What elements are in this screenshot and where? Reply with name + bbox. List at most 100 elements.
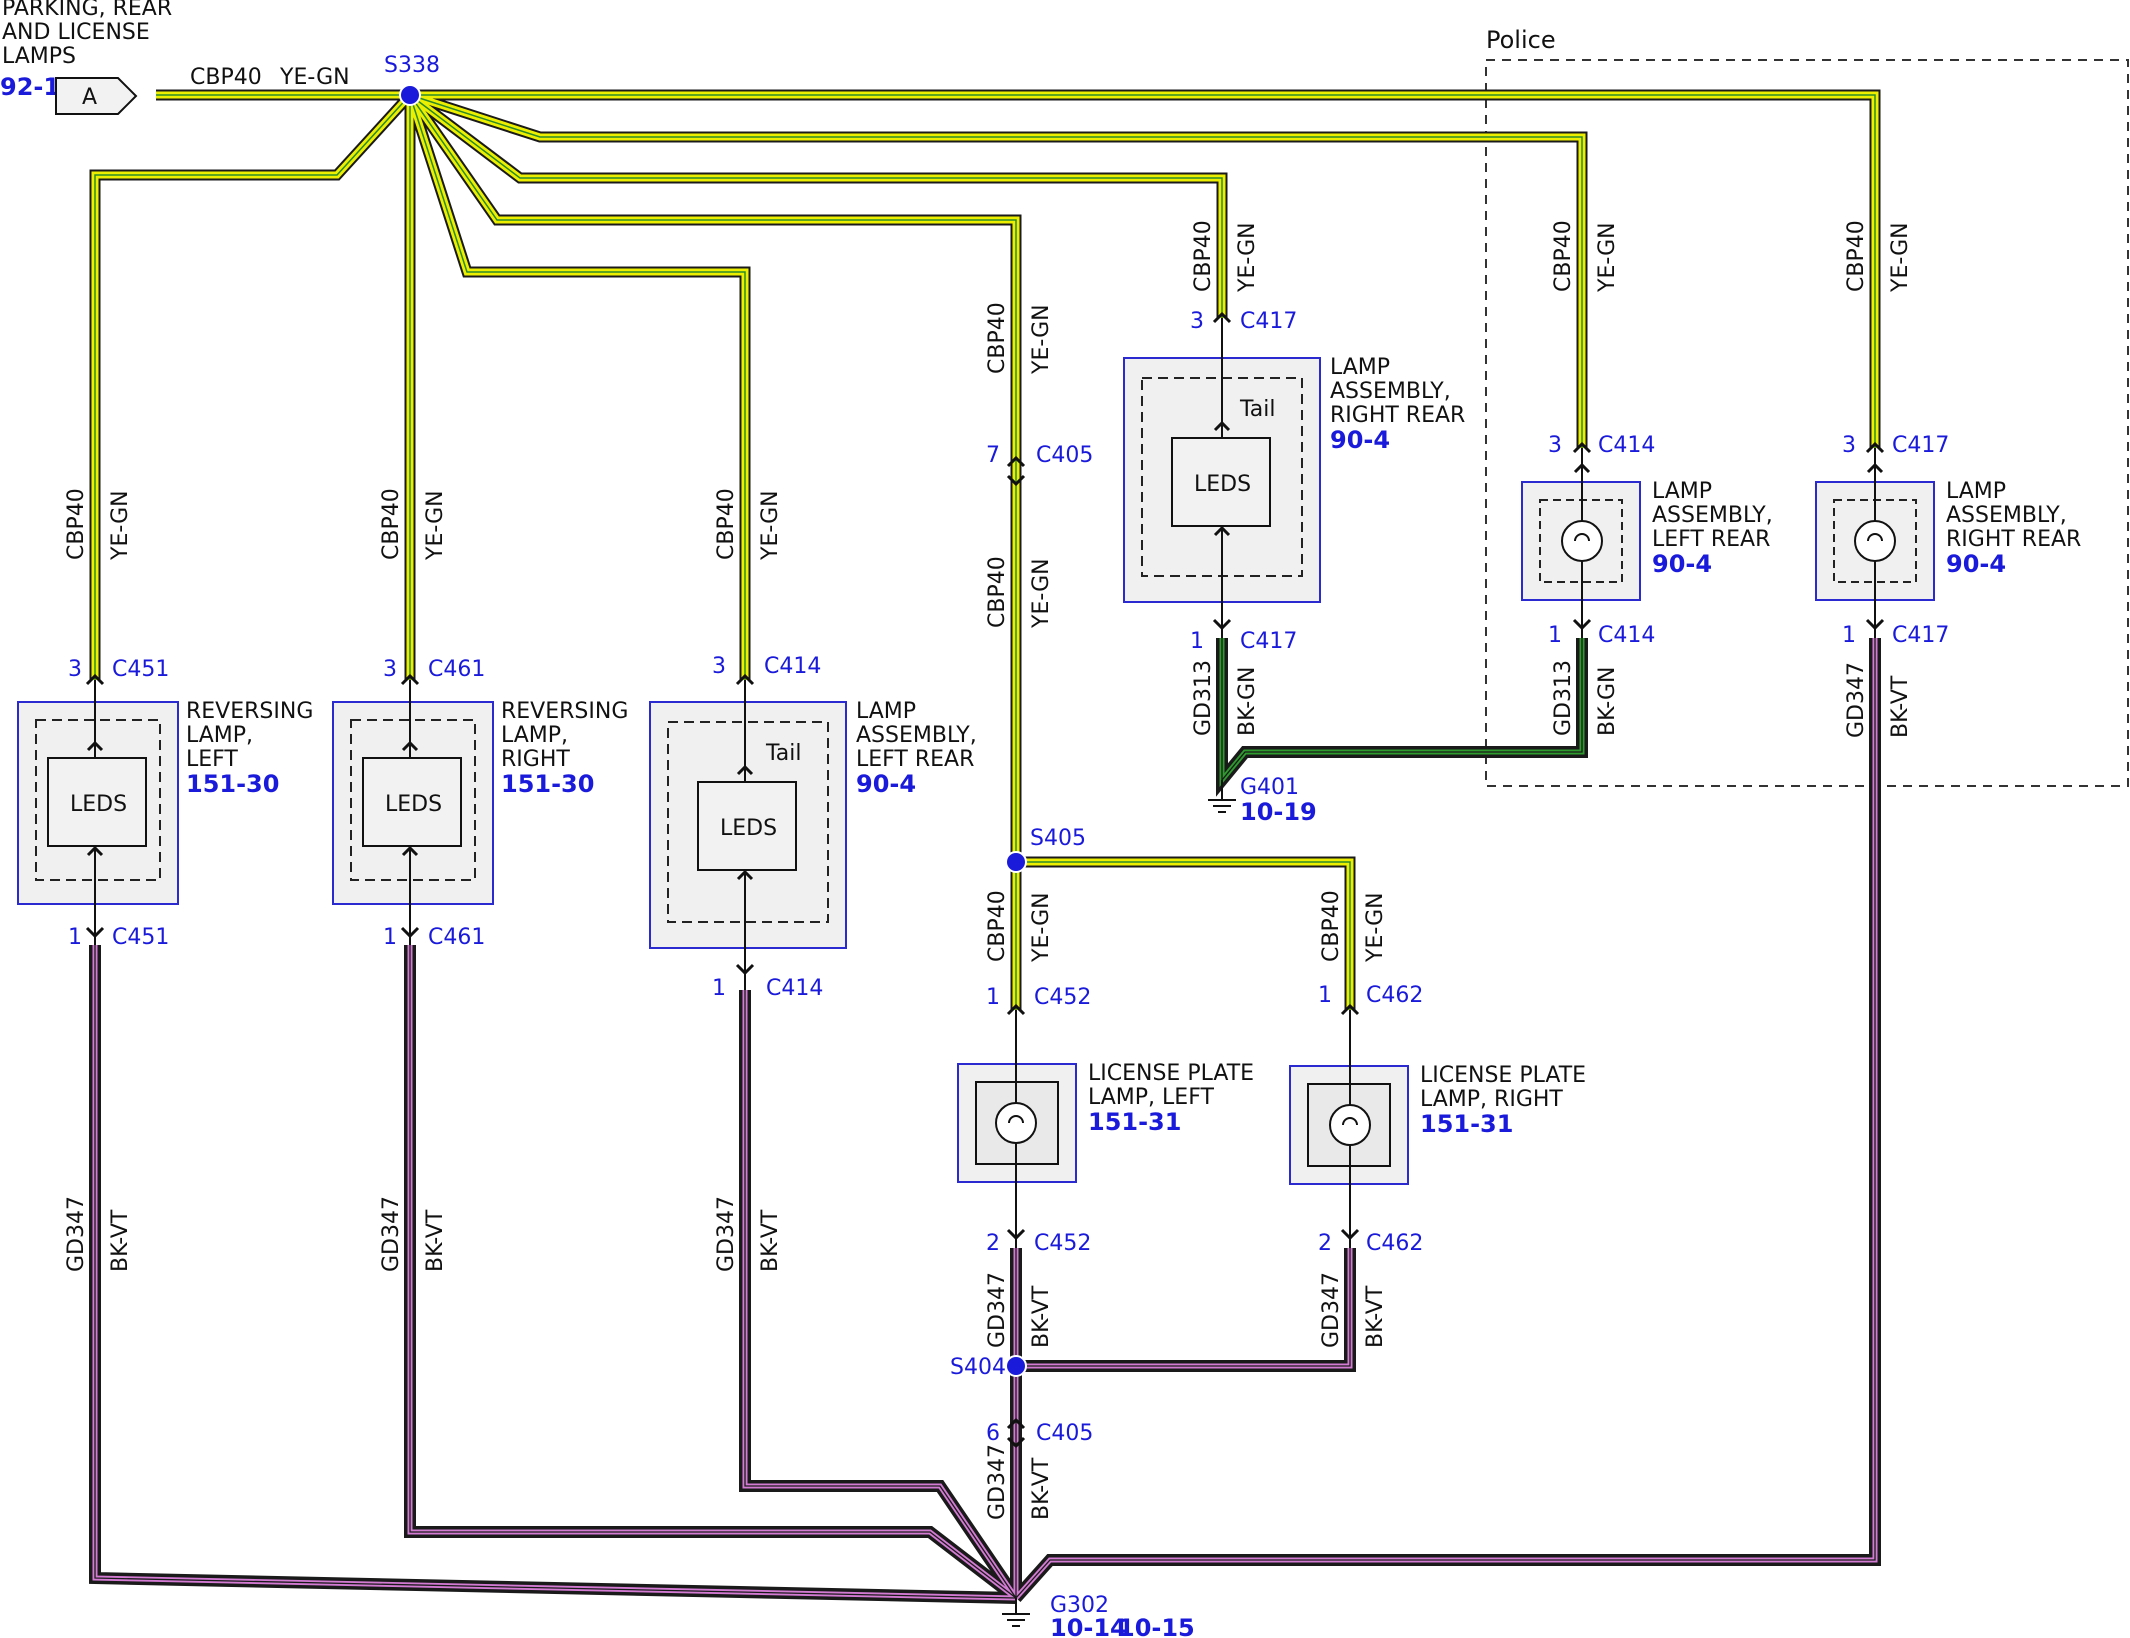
component-page-ref[interactable]: 90-4 — [1330, 426, 1390, 454]
component-page-ref[interactable]: 151-31 — [1420, 1110, 1513, 1138]
source-title-line-1: PARKING, REAR — [2, 0, 172, 21]
component-inner-label: LEDS — [720, 816, 777, 841]
wire-label-ground-circuit: GD347 — [64, 1196, 89, 1272]
splice-s404[interactable]: S404 — [950, 1355, 1027, 1380]
ground-g401-ref[interactable]: 10-19 — [1240, 798, 1317, 826]
splice-s338[interactable]: S338 — [384, 53, 440, 106]
wire-label-g401-color: BK-GN — [1595, 667, 1620, 736]
connector-id[interactable]: C451 — [112, 925, 169, 950]
wire-label-feed-color: YE-GN — [1888, 222, 1913, 293]
component-license-plate-lamp-left[interactable]: LICENSE PLATE LAMP, LEFT 151-31 — [957, 1010, 1254, 1248]
component-name-line: RIGHT REAR — [1330, 403, 1465, 428]
police-label: Police — [1486, 26, 1556, 54]
pin-number: 1 — [383, 925, 397, 950]
wire-label-feed-circuit: CBP40 — [1191, 220, 1216, 292]
pin-number: 3 — [68, 657, 82, 682]
component-police-lamp-left-rear[interactable]: LAMP ASSEMBLY, LEFT REAR 90-4 — [1521, 448, 1773, 638]
connector-id[interactable]: C414 — [1598, 623, 1655, 648]
splice-s338-label: S338 — [384, 53, 440, 78]
wire-label-ground-color: BK-VT — [423, 1209, 448, 1272]
pin-number: 1 — [1318, 983, 1332, 1008]
connector-id[interactable]: C461 — [428, 925, 485, 950]
component-name-line: ASSEMBLY, — [1330, 379, 1451, 404]
connector-id[interactable]: C452 — [1034, 1231, 1091, 1256]
police-option-box — [1485, 59, 2129, 787]
pin-number: 1 — [68, 925, 82, 950]
component-name-line: LICENSE PLATE — [1420, 1063, 1586, 1088]
pin-number: 3 — [383, 657, 397, 682]
wire-label-feed-circuit: CBP40 — [985, 556, 1010, 628]
wire-label-feed-color: YE-GN — [758, 490, 783, 561]
wire-label-feed-circuit: CBP40 — [379, 488, 404, 560]
component-name-line: LAMP — [856, 699, 916, 724]
wire-label-ground-circuit: GD347 — [985, 1444, 1010, 1520]
wire-label-top-color: YE-GN — [279, 65, 350, 90]
connector-id[interactable]: C405 — [1036, 1421, 1093, 1446]
source-page-ref[interactable]: 92-1 — [0, 73, 60, 101]
wire-label-feed-color: YE-GN — [1235, 222, 1260, 293]
wire-label-feed-circuit: CBP40 — [714, 488, 739, 560]
bk-gn-wires — [1216, 638, 1588, 797]
pin-number: 3 — [1548, 433, 1562, 458]
component-name-line: LEFT REAR — [1652, 527, 1770, 552]
wire-label-ground-color: BK-VT — [1363, 1285, 1388, 1348]
wire-label-feed-circuit: CBP40 — [1551, 220, 1576, 292]
component-name-line: REVERSING — [501, 699, 628, 724]
component-tail-label: Tail — [1239, 397, 1276, 422]
component-name-line: LICENSE PLATE — [1088, 1061, 1254, 1086]
connector-id[interactable]: C405 — [1036, 443, 1093, 468]
component-page-ref[interactable]: 90-4 — [856, 770, 916, 798]
wire-label-ground-circuit: GD347 — [1844, 662, 1869, 738]
component-page-ref[interactable]: 90-4 — [1652, 550, 1712, 578]
connector-id[interactable]: C414 — [766, 976, 823, 1001]
wire-label-g401-circuit: GD313 — [1551, 660, 1576, 736]
pin-number: 7 — [986, 443, 1000, 468]
connector-id[interactable]: C414 — [1598, 433, 1655, 458]
pin-number: 3 — [1842, 433, 1856, 458]
connector-id[interactable]: C462 — [1366, 1231, 1423, 1256]
ground-g302-label: G302 — [1050, 1593, 1109, 1618]
splice-s405-label: S405 — [1030, 826, 1086, 851]
pin-number: 2 — [1318, 1231, 1332, 1256]
component-reversing-lamp-right[interactable]: LEDS REVERSING LAMP, RIGHT 151-30 — [332, 680, 628, 945]
connector-id[interactable]: C452 — [1034, 985, 1091, 1010]
connector-id[interactable]: C414 — [764, 654, 821, 679]
component-license-plate-lamp-right[interactable]: LICENSE PLATE LAMP, RIGHT 151-31 — [1289, 1010, 1586, 1248]
source-connector: PARKING, REAR AND LICENSE LAMPS 92-1 A — [0, 0, 172, 115]
component-page-ref[interactable]: 151-30 — [186, 770, 279, 798]
bk-vt-wires — [89, 638, 1881, 1604]
connector-id[interactable]: C417 — [1892, 623, 1949, 648]
wire-label-feed-color: YE-GN — [1029, 304, 1054, 375]
component-page-ref[interactable]: 151-30 — [501, 770, 594, 798]
connector-id[interactable]: C417 — [1240, 629, 1297, 654]
wire-label-feed-color: YE-GN — [1029, 892, 1054, 963]
ground-g302-ref-1[interactable]: 10-14 — [1050, 1614, 1127, 1638]
connector-id[interactable]: C417 — [1240, 309, 1297, 334]
component-name-line: LAMP, LEFT — [1088, 1085, 1214, 1110]
ground-g401[interactable]: G401 10-19 — [1208, 775, 1317, 826]
wire-label-ground-color: BK-VT — [1888, 675, 1913, 738]
component-name-line: RIGHT REAR — [1946, 527, 2081, 552]
wire-label-g401-color: BK-GN — [1235, 667, 1260, 736]
ground-g302-ref-2[interactable]: 10-15 — [1118, 1614, 1195, 1638]
component-reversing-lamp-left[interactable]: LEDS REVERSING LAMP, LEFT 151-30 — [17, 680, 313, 945]
component-name-line: LAMP — [1330, 355, 1390, 380]
wire-label-feed-color: YE-GN — [423, 490, 448, 561]
splice-s405[interactable]: S405 — [1005, 826, 1086, 873]
component-page-ref[interactable]: 90-4 — [1946, 550, 2006, 578]
component-page-ref[interactable]: 151-31 — [1088, 1108, 1181, 1136]
pin-number: 1 — [712, 976, 726, 1001]
connector-id[interactable]: C461 — [428, 657, 485, 682]
connector-id[interactable]: C417 — [1892, 433, 1949, 458]
connector-id[interactable]: C462 — [1366, 983, 1423, 1008]
wire-label-ground-circuit: GD347 — [985, 1272, 1010, 1348]
component-lamp-assembly-right-rear[interactable]: LEDS Tail LAMP ASSEMBLY, RIGHT REAR 90-4 — [1123, 318, 1465, 638]
wire-label-ground-circuit: GD347 — [714, 1196, 739, 1272]
pin-number: 2 — [986, 1231, 1000, 1256]
connector-id[interactable]: C451 — [112, 657, 169, 682]
component-lamp-assembly-left-rear[interactable]: LEDS Tail LAMP ASSEMBLY, LEFT REAR 90-4 — [649, 680, 977, 990]
ground-g302[interactable]: G302 10-14 10-15 — [1002, 1593, 1195, 1638]
component-police-lamp-right-rear[interactable]: LAMP ASSEMBLY, RIGHT REAR 90-4 — [1815, 448, 2081, 638]
source-title-line-2: AND LICENSE — [2, 20, 150, 45]
